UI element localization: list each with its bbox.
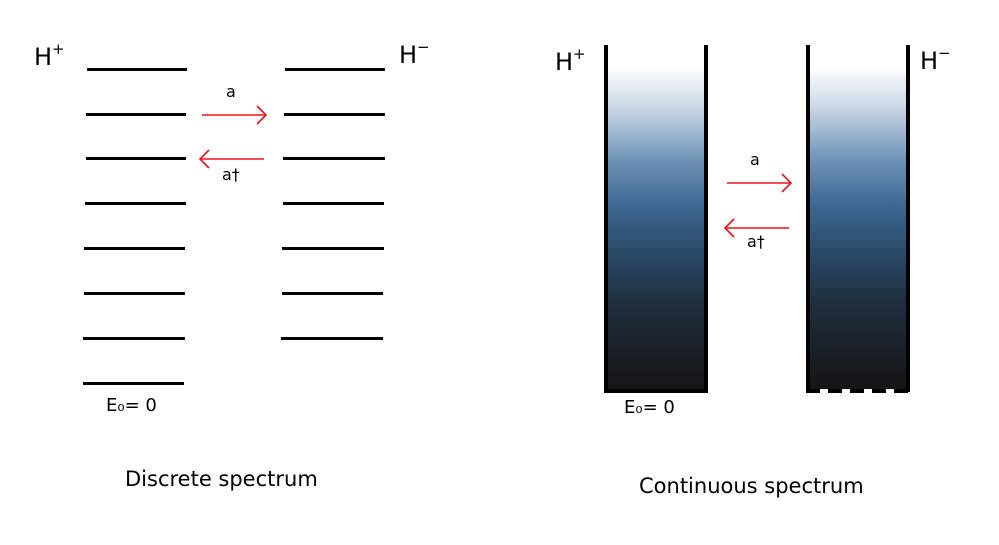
left-arrow-icon	[198, 149, 264, 169]
h-minus-level	[283, 202, 384, 205]
creation-operator-label: a†	[222, 165, 240, 184]
h-minus-level	[283, 157, 385, 160]
h-plus-ground-level	[83, 382, 184, 385]
h-plus-level	[84, 247, 185, 250]
right-arrow-icon	[727, 173, 793, 193]
h-plus-continuum	[608, 46, 704, 390]
h-plus-level	[86, 157, 186, 160]
h-plus-level	[84, 292, 185, 295]
h-plus-level	[86, 113, 186, 116]
h-plus-level	[83, 337, 185, 340]
ground-energy-label: E₀= 0	[624, 397, 675, 418]
continuous-spectrum-caption: Continuous spectrum	[639, 474, 864, 498]
h-plus-level	[85, 202, 186, 205]
h-plus-level	[87, 68, 187, 71]
left-arrow-icon	[723, 218, 789, 238]
h-minus-missing-ground-dashes	[806, 389, 910, 393]
h-minus-well-right-wall	[906, 45, 910, 392]
h-plus-well-bottom	[604, 389, 708, 393]
h-minus-level	[285, 68, 385, 71]
h-minus-label-right: H−	[920, 44, 951, 75]
right-arrow-icon	[202, 105, 268, 125]
ground-energy-label: E₀= 0	[106, 395, 157, 416]
annihilation-operator-label: a	[226, 82, 236, 101]
h-minus-level	[284, 113, 385, 116]
h-plus-well-right-wall	[704, 45, 708, 393]
h-minus-level	[281, 337, 383, 340]
h-minus-label-left: H−	[399, 38, 430, 69]
h-minus-well-left-wall	[806, 45, 810, 392]
annihilation-operator-label: a	[750, 150, 760, 169]
h-plus-label-left: H+	[34, 40, 65, 71]
h-minus-continuum	[810, 46, 906, 389]
creation-operator-label: a†	[747, 232, 765, 251]
h-plus-label-right: H+	[555, 45, 586, 76]
h-minus-level	[282, 292, 383, 295]
discrete-spectrum-caption: Discrete spectrum	[125, 467, 318, 491]
h-plus-well-left-wall	[604, 45, 608, 393]
h-minus-level	[282, 247, 384, 250]
